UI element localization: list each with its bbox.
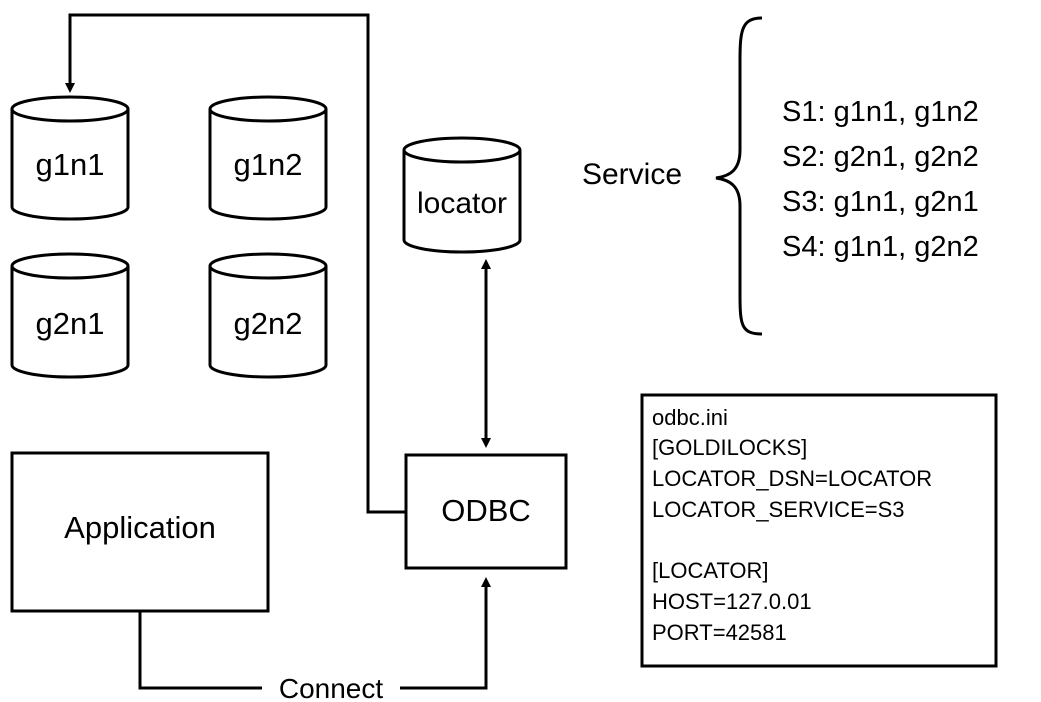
db-g2n1: g2n1 [10, 252, 130, 379]
ini-line-1: odbc.ini [652, 405, 728, 430]
ini-line-4: LOCATOR_SERVICE=S3 [652, 497, 905, 522]
odbc-to-g1n1-connector [65, 13, 406, 514]
service-item-1: S1: g1n1, g1n2 [782, 96, 979, 128]
db-g1n2-label: g1n2 [234, 147, 303, 182]
service-label: Service [582, 158, 682, 191]
ini-line-8: PORT=42581 [652, 620, 787, 645]
db-g1n2: g1n2 [208, 95, 328, 221]
service-item-3: S3: g1n1, g2n1 [782, 186, 979, 218]
ini-line-6: [LOCATOR] [652, 558, 769, 583]
curly-brace [715, 16, 763, 336]
db-g1n1: g1n1 [10, 95, 130, 221]
db-locator-label: locator [417, 187, 507, 220]
application-box: Application [10, 451, 270, 613]
odbc-label: ODBC [441, 493, 531, 528]
service-group: Service S1: g1n1, g1n2 S2: g2n1, g2n2 S3… [582, 16, 979, 336]
odbc-ini-box: odbc.ini [GOLDILOCKS] LOCATOR_DSN=LOCATO… [640, 393, 998, 668]
db-g1n1-label: g1n1 [36, 147, 105, 182]
ini-line-2: [GOLDILOCKS] [652, 435, 807, 460]
db-g2n2-label: g2n2 [234, 306, 303, 341]
db-g2n2: g2n2 [208, 252, 328, 379]
service-item-2: S2: g2n1, g2n2 [782, 141, 979, 173]
ini-line-3: LOCATOR_DSN=LOCATOR [652, 466, 932, 491]
service-item-4: S4: g1n1, g2n2 [782, 231, 979, 263]
connect-label: Connect [279, 673, 384, 702]
ini-line-7: HOST=127.0.01 [652, 589, 812, 614]
db-g2n1-label: g2n1 [36, 306, 105, 341]
application-label: Application [64, 510, 216, 545]
db-locator: locator [402, 136, 522, 254]
odbc-box: ODBC [404, 453, 568, 570]
